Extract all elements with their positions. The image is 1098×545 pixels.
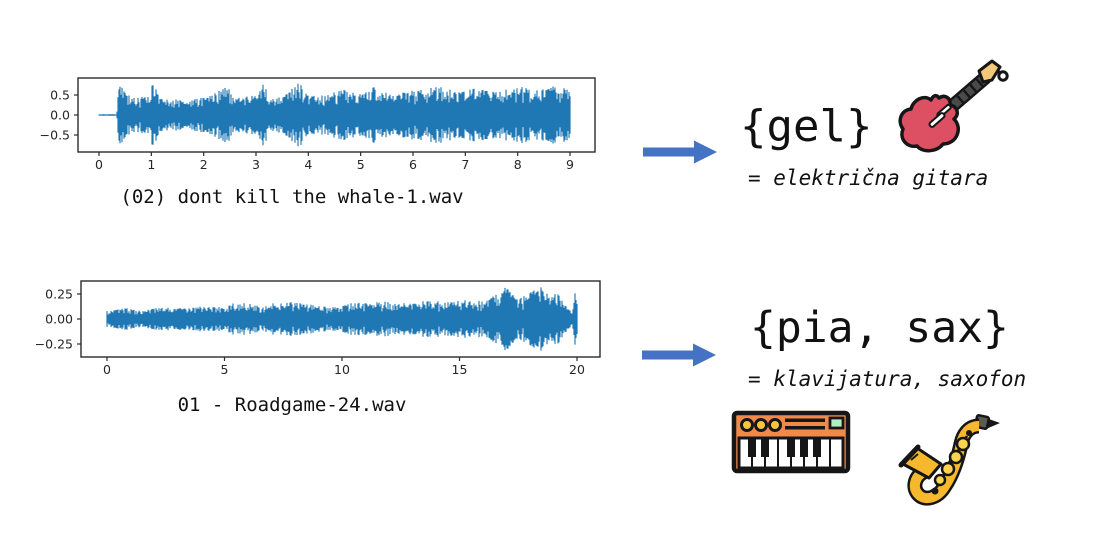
x-tick-label: 9 [566, 157, 574, 172]
y-tick-label: 0.5 [50, 88, 70, 103]
y-tick-label: 0.25 [45, 287, 73, 302]
arrow-shape [643, 140, 717, 164]
arrow-shape [642, 343, 716, 367]
waveform-caption-2: 01 - Roadgame-24.wav [177, 394, 407, 416]
x-tick-label: 3 [252, 157, 260, 172]
y-tick-label: −0.5 [40, 128, 70, 143]
x-tick-label: 20 [569, 362, 585, 377]
x-tick-label: 4 [304, 157, 312, 172]
x-tick-label: 1 [147, 157, 155, 172]
saxophone-icon [898, 414, 1000, 506]
waveform-path [106, 287, 578, 351]
x-tick-label: 0 [103, 362, 111, 377]
waveform-path [98, 83, 571, 147]
electric-guitar-icon [898, 59, 1009, 153]
x-tick-label: 7 [461, 157, 469, 172]
waveform-plot-2: 0 5 10 15 20 0.25 0.00 −0.25 [35, 280, 601, 377]
arrow-right-icon-2 [642, 343, 716, 367]
instrument-translation-1: = električna gitara [748, 166, 989, 190]
y-tick-label: −0.25 [35, 337, 73, 352]
x-tick-label: 5 [357, 157, 365, 172]
waveform-plot-1: 0 1 2 3 4 5 6 7 8 9 0.5 0.0 −0.5 [40, 77, 596, 172]
y-tick-label: 0.0 [50, 108, 70, 123]
x-tick-label: 5 [221, 362, 229, 377]
y-tick-label: 0.00 [45, 312, 73, 327]
x-tick-label: 2 [200, 157, 208, 172]
instrument-tag-2: {pia, sax} [750, 303, 1009, 353]
waveform-caption-1: (02) dont kill the whale-1.wav [120, 186, 464, 208]
x-tick-label: 15 [452, 362, 468, 377]
x-tick-label: 10 [334, 362, 350, 377]
x-tick-label: 0 [95, 157, 103, 172]
arrow-right-icon-1 [643, 140, 717, 164]
x-tick-label: 6 [409, 157, 417, 172]
keyboard-icon [731, 410, 851, 474]
x-tick-label: 8 [514, 157, 522, 172]
instrument-translation-2: = klavijatura, saxofon [748, 367, 1027, 391]
instrument-tag-1: {gel} [740, 101, 873, 152]
